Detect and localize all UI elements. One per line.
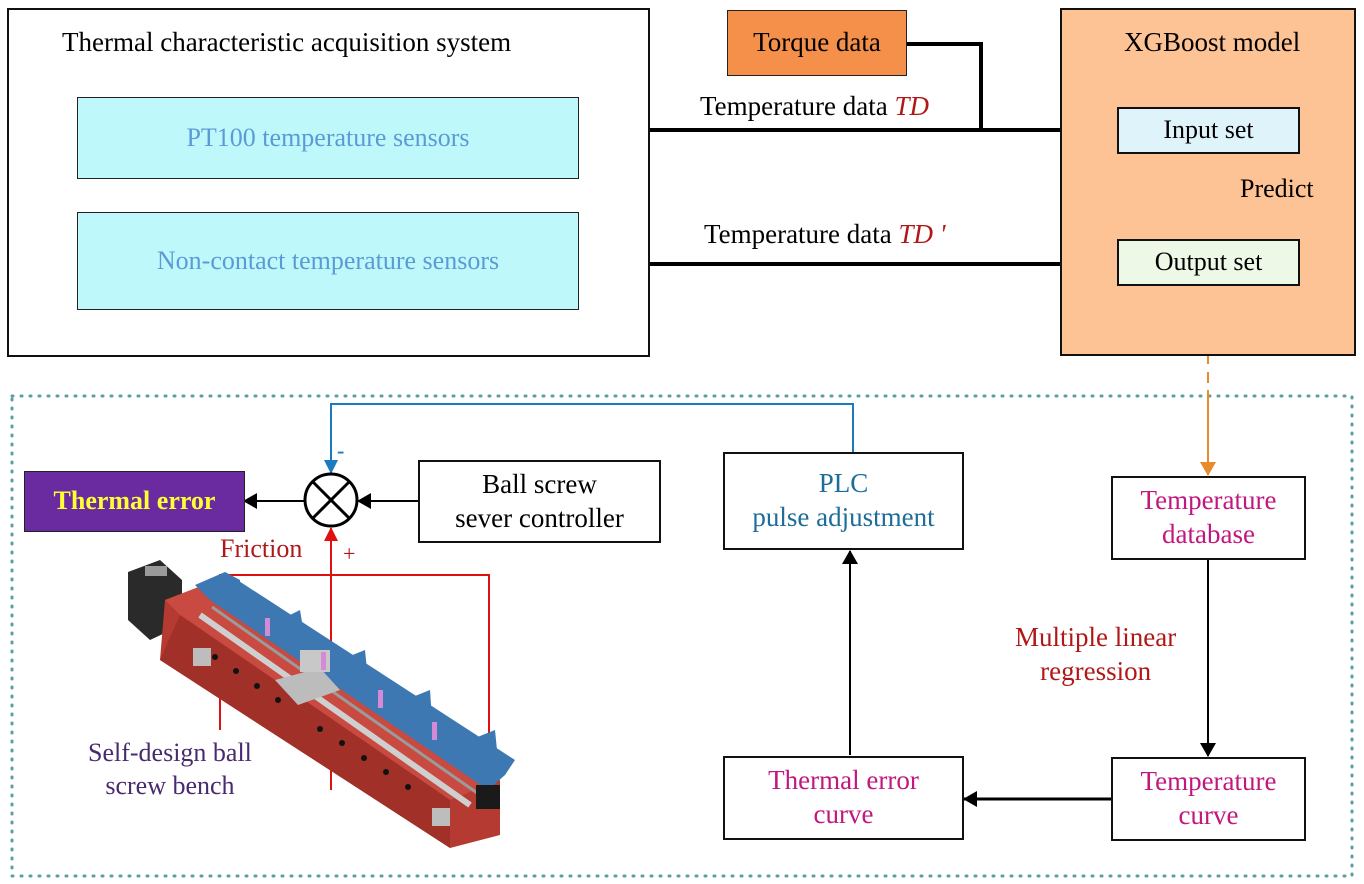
plc-pulse-adjustment-box[interactable]: PLC pulse adjustment (723, 452, 964, 550)
bench-label: Self-design ball screw bench (88, 737, 252, 802)
temperature-curve-box[interactable]: Temperature curve (1111, 757, 1306, 841)
minus-sign: - (337, 438, 345, 463)
xgboost-model-panel (1060, 8, 1356, 356)
plc-line1: PLC (818, 468, 869, 499)
mlr-line2: regression (1040, 655, 1152, 686)
input-set-box[interactable]: Input set (1117, 107, 1300, 154)
td-symbol: TD (894, 91, 930, 121)
ball-screw-bench-illustration (128, 560, 515, 848)
non-contact-sensors-box[interactable]: Non-contact temperature sensors (77, 212, 579, 310)
friction-label: Friction (220, 534, 303, 563)
td-prime-symbol: TD ' (898, 219, 946, 249)
bench-line2: screw bench (105, 770, 235, 800)
bench-line1: Self-design ball (88, 738, 252, 767)
torque-data-box[interactable]: Torque data (727, 10, 907, 76)
db-line2: database (1162, 519, 1255, 549)
td-prime-flow-prefix: Temperature data (704, 219, 899, 249)
plus-sign: + (343, 541, 356, 566)
mlr-label: Multiple linear regression (1015, 621, 1176, 689)
td-flow-prefix: Temperature data (700, 91, 895, 121)
torque-connector (906, 42, 983, 130)
td-flow-label: Temperature data TD (700, 93, 929, 120)
acquisition-system-title: Thermal characteristic acquisition syste… (62, 27, 512, 57)
plc-feedback-line (324, 403, 854, 474)
input-set-label: Input set (1163, 115, 1254, 145)
controller-line1: Ball screw (482, 468, 597, 499)
thermal-error-curve-box[interactable]: Thermal error curve (723, 756, 964, 840)
controller-line2: sever controller (455, 502, 624, 533)
td-prime-flow-label: Temperature data TD ' (704, 221, 946, 248)
thermal-error-label: Thermal error (53, 486, 216, 516)
ball-screw-controller-box[interactable]: Ball screw sever controller (418, 460, 661, 543)
mlr-line1: Multiple linear (1015, 622, 1177, 652)
xgboost-model-title: XGBoost model (1124, 27, 1301, 57)
tcurve-line1: Temperature (1140, 766, 1277, 797)
tecurve-line2: curve (813, 799, 874, 829)
output-set-label: Output set (1154, 247, 1263, 277)
db-line1: Temperature (1140, 485, 1277, 516)
temperature-database-box[interactable]: Temperature database (1111, 476, 1306, 560)
predict-label: Predict (1240, 174, 1314, 203)
pt100-sensors-label: PT100 temperature sensors (186, 122, 470, 152)
non-contact-sensors-label: Non-contact temperature sensors (156, 245, 500, 275)
tecurve-line1: Thermal error (768, 765, 919, 796)
plc-line2: pulse adjustment (752, 502, 935, 532)
pt100-sensors-box[interactable]: PT100 temperature sensors (77, 97, 579, 179)
summing-junction-cross (311, 480, 351, 520)
torque-data-label: Torque data (753, 27, 881, 58)
tcurve-line2: curve (1178, 800, 1239, 830)
output-set-box[interactable]: Output set (1117, 239, 1300, 286)
thermal-error-box[interactable]: Thermal error (24, 471, 245, 532)
